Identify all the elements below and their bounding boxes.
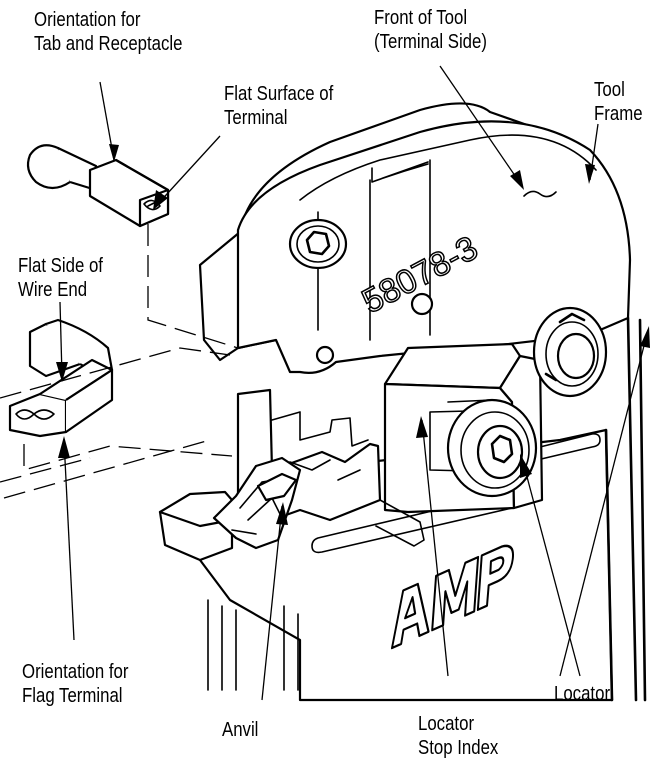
align-line-1	[147, 224, 239, 349]
front-marker	[523, 190, 557, 198]
stamp-hole	[410, 292, 434, 316]
locator-block-top	[383, 342, 522, 390]
terminal-in-die	[256, 472, 298, 502]
label-orientation-flag: Orientation for Flag Terminal	[22, 661, 129, 707]
leaders	[56, 65, 650, 701]
label-locator: Locator	[554, 683, 611, 705]
receptacle-terminal	[26, 144, 170, 228]
align-line-4	[23, 444, 233, 471]
frame-leg-left	[207, 599, 237, 691]
socket-screw	[288, 218, 348, 270]
die-head-inner-curve	[299, 134, 597, 201]
cover-top-window	[371, 161, 429, 183]
die-head-cover	[236, 120, 632, 374]
label-anvil: Anvil	[222, 719, 259, 741]
label-front-of-tool: Front of Tool (Terminal Side)	[374, 7, 487, 53]
label-flat-side: Flat Side of Wire End	[18, 255, 103, 301]
label-flat-surface: Flat Surface of Terminal	[224, 83, 334, 129]
locator-pivot	[532, 306, 608, 398]
locator-screw	[446, 398, 538, 498]
tool-base-left-shelf	[158, 510, 234, 562]
frame-leg-right	[283, 605, 299, 691]
amp-logo	[390, 544, 515, 650]
align-line-2	[0, 347, 231, 399]
align-line-3	[3, 439, 211, 499]
locator-finger	[375, 499, 425, 547]
jaw-teeth	[271, 411, 369, 481]
label-locator-stop-index: Locator Stop Index	[418, 713, 499, 759]
align-line-5	[0, 457, 91, 483]
label-tool-frame: Tool Frame	[594, 79, 643, 125]
frame-right-edge	[604, 316, 647, 702]
label-orientation-tab-receptacle: Orientation for Tab and Receptacle	[34, 9, 183, 55]
cover-rivet	[315, 345, 335, 365]
